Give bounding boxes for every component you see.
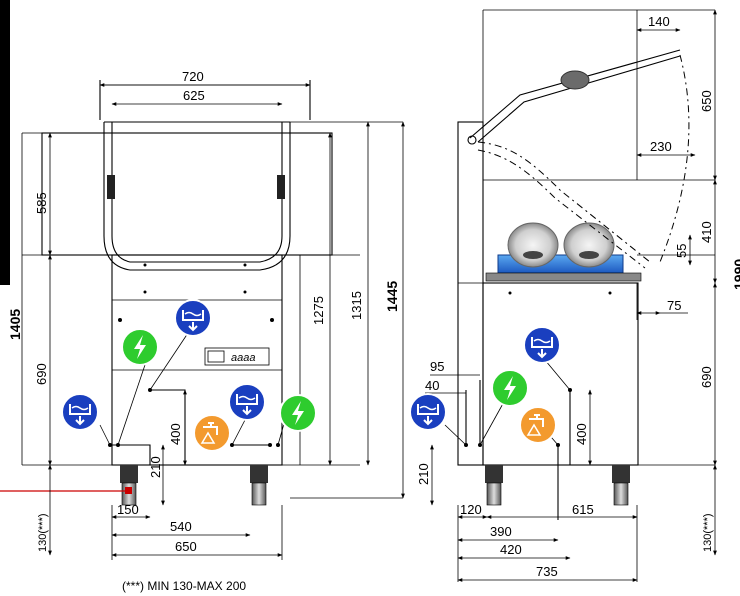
dim-150: 150: [117, 502, 139, 517]
dim-625: 625: [183, 88, 205, 103]
dim-120: 120: [460, 502, 482, 517]
dim-615: 615: [572, 502, 594, 517]
dim-400-side: 400: [574, 423, 589, 445]
dim-420: 420: [500, 542, 522, 557]
side-dimensions: 140 650 230 410 55 75 1990 690 400 95 40…: [416, 9, 740, 582]
dim-735: 735: [536, 564, 558, 579]
dim-650-side: 650: [699, 90, 714, 112]
dim-410: 410: [699, 221, 714, 243]
dim-400: 400: [168, 423, 183, 445]
dim-1990: 1990: [731, 259, 740, 290]
power-lightning-icon: [121, 328, 159, 366]
dim-95: 95: [430, 359, 444, 374]
foot-130-side: 130(***): [702, 513, 714, 552]
water-inlet-icon: [409, 393, 447, 431]
dim-140: 140: [648, 14, 670, 29]
dim-210: 210: [148, 456, 163, 478]
dim-720: 720: [182, 69, 204, 84]
dim-40: 40: [425, 378, 439, 393]
dim-390: 390: [490, 524, 512, 539]
dim-1445: 1445: [384, 281, 400, 312]
dim-690-side: 690: [699, 366, 714, 388]
dim-210-side: 210: [416, 463, 431, 485]
dim-585: 585: [34, 192, 49, 214]
foot-130: 130(***): [37, 513, 49, 552]
power-lightning-icon: [491, 369, 529, 407]
page-edge-strip: [0, 0, 10, 285]
front-dimensions: 720 625 585 690 1405 1275 1315 1445 400 …: [7, 69, 405, 560]
dim-650: 650: [175, 539, 197, 554]
drain-tap-icon: [519, 406, 557, 444]
side-view: [444, 9, 715, 520]
water-inlet-icon: [174, 299, 212, 337]
dim-75: 75: [667, 298, 681, 313]
dim-1315: 1315: [349, 291, 364, 320]
dim-540: 540: [170, 519, 192, 534]
water-inlet-icon: [61, 393, 99, 431]
footnote: (***) MIN 130-MAX 200: [122, 579, 246, 593]
water-inlet-icon: [228, 383, 266, 421]
dim-1405: 1405: [7, 309, 23, 340]
dim-230: 230: [650, 139, 672, 154]
dim-55: 55: [674, 244, 689, 258]
drain-tap-icon: [193, 414, 231, 452]
panel-label: aaaa: [231, 352, 255, 364]
dim-690: 690: [34, 363, 49, 385]
front-view: aaaa: [0, 80, 360, 506]
dim-1275: 1275: [311, 296, 326, 325]
power-lightning-icon: [279, 394, 317, 432]
water-inlet-icon: [523, 326, 561, 364]
